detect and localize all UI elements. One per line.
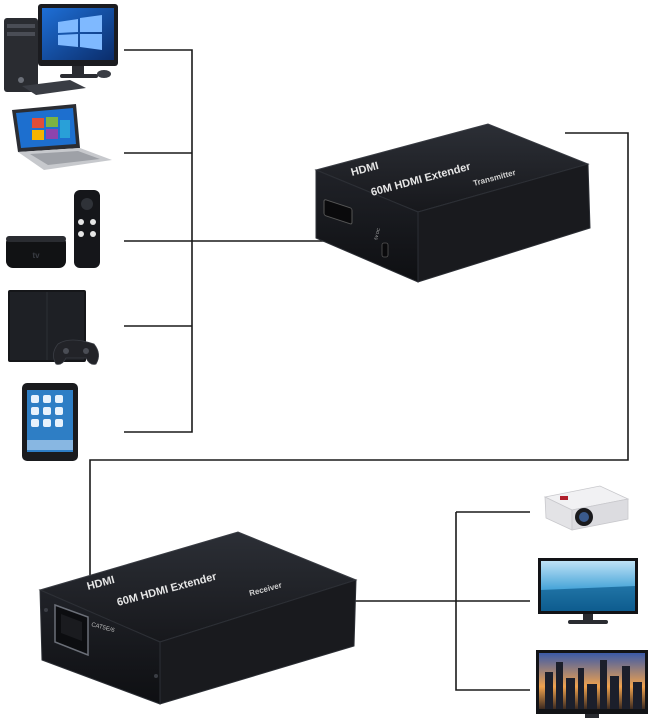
hdmi-port-icon (323, 199, 353, 225)
monitor-icon (538, 558, 638, 624)
desktop-computer-icon (4, 4, 118, 95)
power-port-icon (381, 242, 389, 258)
projector-icon (543, 485, 630, 531)
ethernet-port-icon (54, 603, 89, 657)
game-console-icon (8, 290, 99, 365)
tablet-icon (22, 383, 78, 461)
svg-text:tv: tv (32, 251, 40, 260)
cable-line (89, 132, 629, 575)
display-bus-vertical (455, 512, 530, 691)
receiver-device: HDMI 60M HDMI Extender Receiver CAT5E/6 (38, 531, 358, 705)
transmitter-device: HDMI 60M HDMI Extender Transmitter 5V DC (314, 123, 591, 283)
media-player-icon: tv (6, 236, 66, 268)
transmitter-port-label: 5V DC (373, 227, 381, 240)
remote-control-icon (74, 190, 100, 268)
laptop-icon (12, 104, 112, 170)
television-icon (536, 650, 648, 718)
connection-lines (89, 49, 629, 691)
